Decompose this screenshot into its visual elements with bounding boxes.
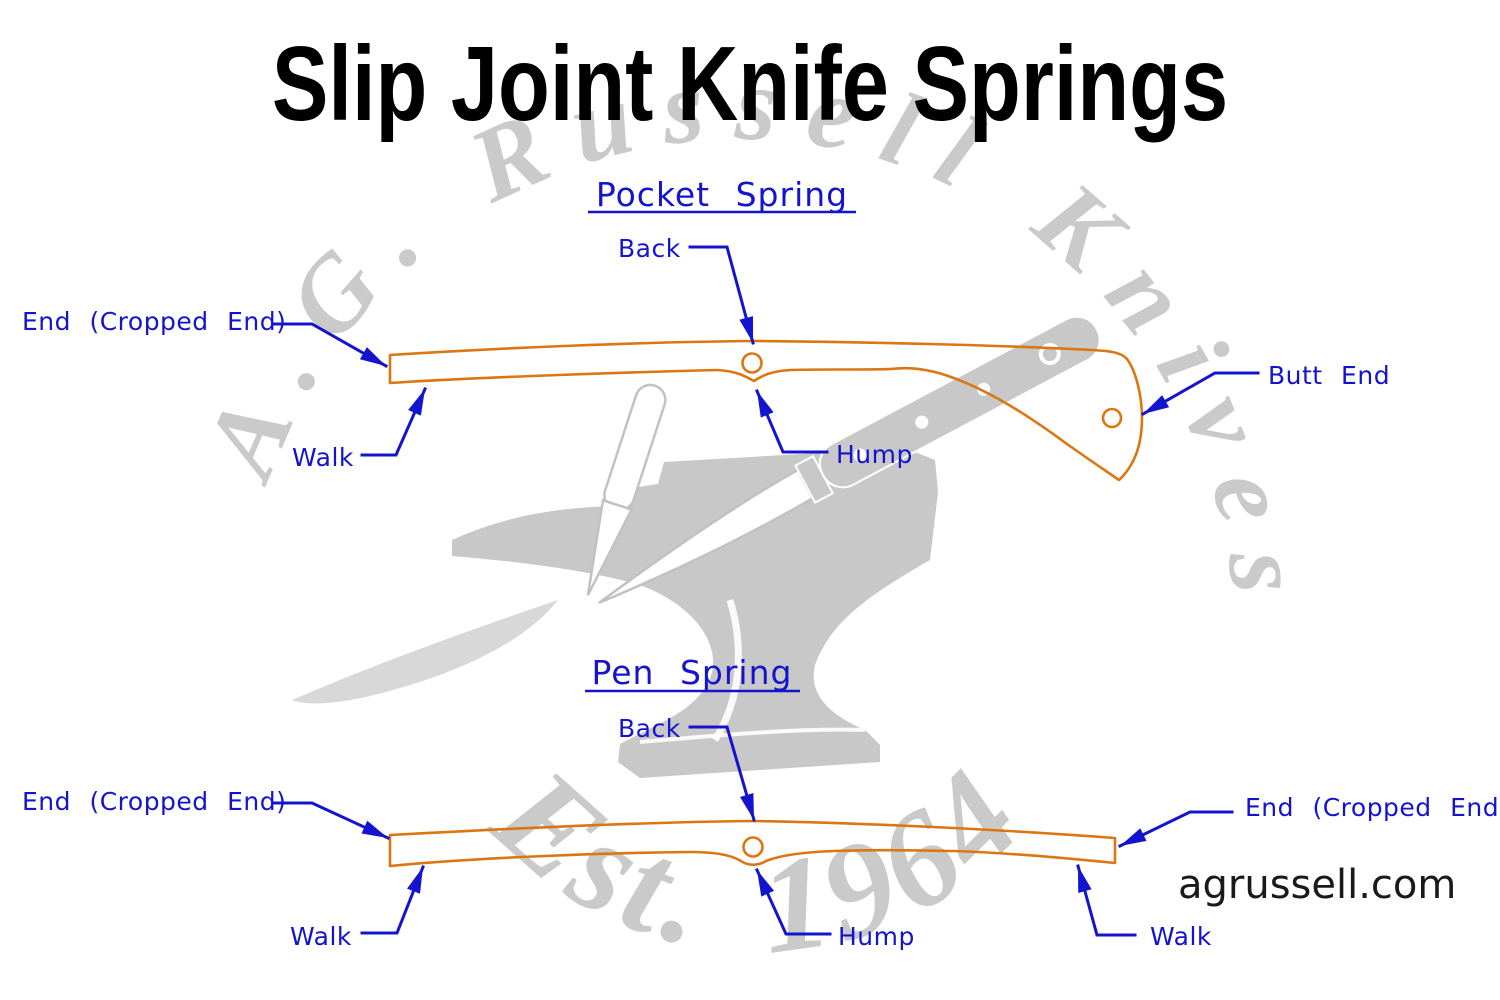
pocket-walk-label: Walk [292, 443, 354, 472]
pocket-back-leader [688, 245, 755, 345]
knife-rivet [853, 448, 867, 462]
pen-walk-left-arrowhead [407, 867, 423, 894]
pen-walk-right-leader [1076, 864, 1137, 937]
pen-walk-left-label: Walk [290, 922, 352, 951]
website-text: agrussell.com [1178, 862, 1456, 908]
watermark-est-text: Est. 1964 [466, 738, 1053, 983]
pen-spring-outline [388, 819, 1117, 868]
dagger-blade [586, 498, 634, 596]
pocket-spring-title: Pocket Spring [596, 175, 848, 214]
pen-spring-title: Pen Spring [592, 653, 793, 692]
pocket-end-arrowhead [359, 347, 386, 366]
pen-end-left-arrowhead [361, 820, 388, 838]
pocket-spring-diagram: Pocket Spring Back End (Cropped End) But… [22, 175, 1390, 482]
pen-back-arrowhead [740, 793, 754, 820]
pocket-spring-outline [388, 339, 1144, 482]
pen-walk-right-label: Walk [1150, 922, 1212, 951]
pocket-end-leader [271, 322, 389, 369]
pocket-back-label: Back [618, 234, 681, 263]
pen-hump-label: Hump [838, 922, 915, 951]
anvil-icon [452, 448, 938, 778]
pocket-butt-end-arrowhead [1143, 395, 1170, 414]
pocket-walk-leader [360, 387, 427, 457]
knife-icon [598, 315, 1101, 605]
pen-hump-arrowhead [757, 870, 775, 897]
pen-end-right-arrowhead [1120, 828, 1147, 846]
knife-handle [818, 315, 1101, 489]
curved-blade-icon [292, 600, 558, 704]
page-title: Slip Joint Knife Springs [272, 25, 1228, 143]
dagger-icon [586, 383, 667, 596]
pen-spring-hump-hole [742, 836, 764, 858]
pen-back-leader [688, 725, 756, 822]
anvil-base-highlight [639, 727, 866, 744]
pocket-walk-arrowhead [408, 389, 425, 416]
pen-end-cropped-right-label: End (Cropped End) [1245, 793, 1500, 822]
pen-walk-left-leader [360, 865, 425, 935]
knife-rivet [915, 415, 929, 429]
pocket-spring-butt-hole [1101, 407, 1123, 429]
pen-end-left-leader [271, 801, 390, 840]
pocket-back-arrowhead [739, 316, 753, 343]
pocket-butt-end-label: Butt End [1268, 361, 1390, 390]
pocket-hump-label: Hump [836, 440, 913, 469]
pocket-butt-end-leader [1140, 371, 1260, 417]
pen-back-label: Back [618, 714, 681, 743]
pocket-end-cropped-label: End (Cropped End) [22, 307, 286, 336]
pen-walk-right-arrowhead [1078, 866, 1092, 893]
pocket-hump-arrowhead [757, 391, 774, 418]
pocket-hump-leader [755, 389, 829, 454]
pen-spring-diagram: Pen Spring Back End (Cropped End) End (C… [22, 653, 1500, 951]
knife-lanyard-hole [1038, 343, 1061, 366]
pocket-spring-hump-hole [741, 352, 763, 374]
pen-end-cropped-left-label: End (Cropped End) [22, 787, 286, 816]
